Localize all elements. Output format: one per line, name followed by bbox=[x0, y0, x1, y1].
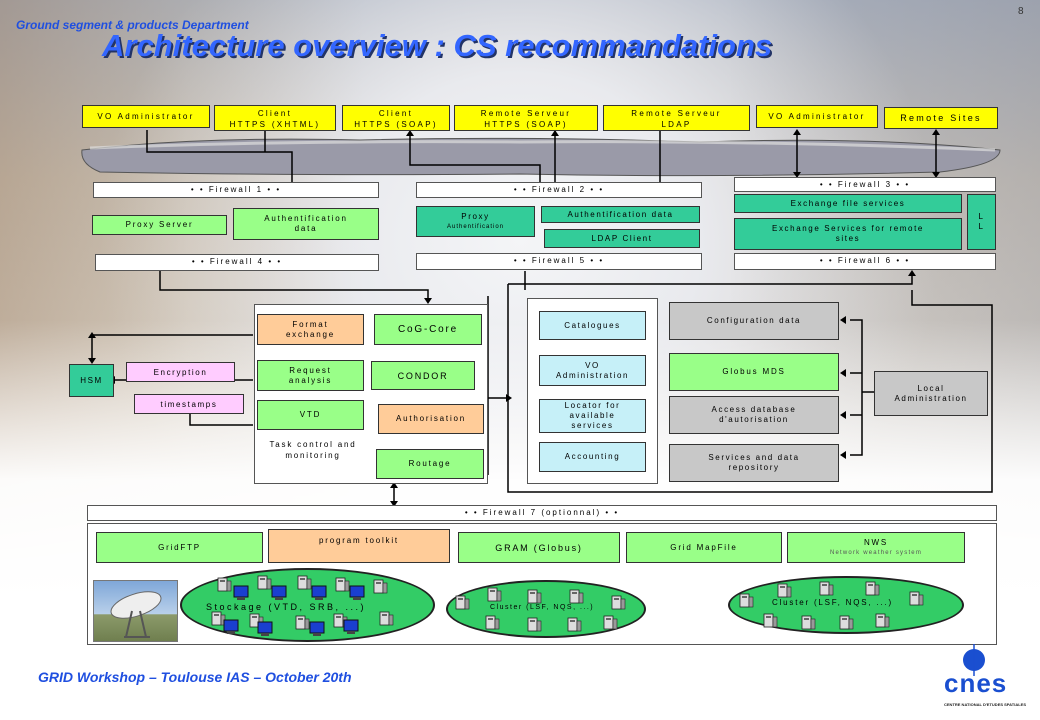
authentification-data-left: Authentification data bbox=[233, 208, 379, 240]
services-data-repository: Services and data repository bbox=[669, 444, 839, 482]
cnes-logo-text: cnes bbox=[944, 668, 1008, 698]
program-toolkit: program toolkit bbox=[268, 529, 450, 563]
cnes-logo: cnes CENTRE NATIONAL D'ETUDES SPATIALES bbox=[942, 640, 1026, 712]
firewall-5: • • Firewall 5 • • bbox=[416, 253, 702, 270]
firewall-4: • • Firewall 4 • • bbox=[95, 254, 379, 271]
cog-core: CoG-Core bbox=[374, 314, 482, 345]
cluster-middle-label: Cluster (LSF, NQS, ...) bbox=[490, 604, 595, 611]
firewall-3: • • Firewall 3 • • bbox=[734, 177, 996, 192]
vo-administration: VO Administration bbox=[539, 355, 646, 386]
timestamps: timestamps bbox=[134, 394, 244, 414]
grid-mapfile: Grid MapFile bbox=[626, 532, 782, 563]
firewall-7: • • Firewall 7 (optionnal) • • bbox=[87, 505, 997, 521]
page-number: 8 bbox=[1018, 6, 1024, 17]
actor-vo-administrator-left: VO Administrator bbox=[82, 105, 210, 128]
cnes-logo-subtitle: CENTRE NATIONAL D'ETUDES SPATIALES bbox=[944, 702, 1026, 707]
access-database-autorisation: Access database d'autorisation bbox=[669, 396, 839, 434]
encryption: Encryption bbox=[126, 362, 235, 382]
actor-vo-administrator-right: VO Administrator bbox=[756, 105, 878, 128]
exchange-file-services: Exchange file services bbox=[734, 194, 962, 213]
locator-available-services: Locator for available services bbox=[539, 399, 646, 433]
stockage-label: Stockage (VTD, SRB, ...) bbox=[206, 602, 367, 612]
authentification-data-right: Authentification data bbox=[541, 206, 700, 223]
local-administration: Local Administration bbox=[874, 371, 988, 416]
proxy-server: Proxy Server bbox=[92, 215, 227, 235]
configuration-data: Configuration data bbox=[669, 302, 839, 340]
department-label: Ground segment & products Department bbox=[16, 18, 249, 32]
condor: CONDOR bbox=[371, 361, 475, 390]
footer-event: GRID Workshop – Toulouse IAS – October 2… bbox=[38, 669, 352, 685]
cnes-logo-icon bbox=[963, 644, 985, 676]
cluster-right-label: Cluster (LSF, NQS, ...) bbox=[772, 598, 893, 607]
firewall-2: • • Firewall 2 • • bbox=[416, 182, 702, 198]
task-control-label: Task control and monitoring bbox=[269, 440, 357, 460]
routage: Routage bbox=[376, 449, 484, 479]
antenna-photo bbox=[93, 580, 178, 642]
ldap-client: LDAP Client bbox=[544, 229, 700, 248]
ll-box: L L bbox=[967, 194, 996, 250]
actor-remote-sites: Remote Sites bbox=[884, 107, 998, 129]
page-title: Architecture overview : CS recommandatio… bbox=[102, 28, 773, 63]
authorisation: Authorisation bbox=[378, 404, 484, 434]
catalogues: Catalogues bbox=[539, 311, 646, 340]
accounting: Accounting bbox=[539, 442, 646, 472]
hsm: HSM bbox=[69, 364, 114, 397]
gridftp: GridFTP bbox=[96, 532, 263, 563]
firewall-1: • • Firewall 1 • • bbox=[93, 182, 379, 198]
format-exchange: Format exchange bbox=[257, 314, 364, 345]
firewall-6: • • Firewall 6 • • bbox=[734, 253, 996, 270]
globus-mds: Globus MDS bbox=[669, 353, 839, 391]
gram-globus: GRAM (Globus) bbox=[458, 532, 620, 563]
request-analysis: Request analysis bbox=[257, 360, 364, 391]
exchange-services-remote-sites: Exchange Services for remote sites bbox=[734, 218, 962, 250]
vtd: VTD bbox=[257, 400, 364, 430]
network-cloud bbox=[81, 137, 1001, 177]
